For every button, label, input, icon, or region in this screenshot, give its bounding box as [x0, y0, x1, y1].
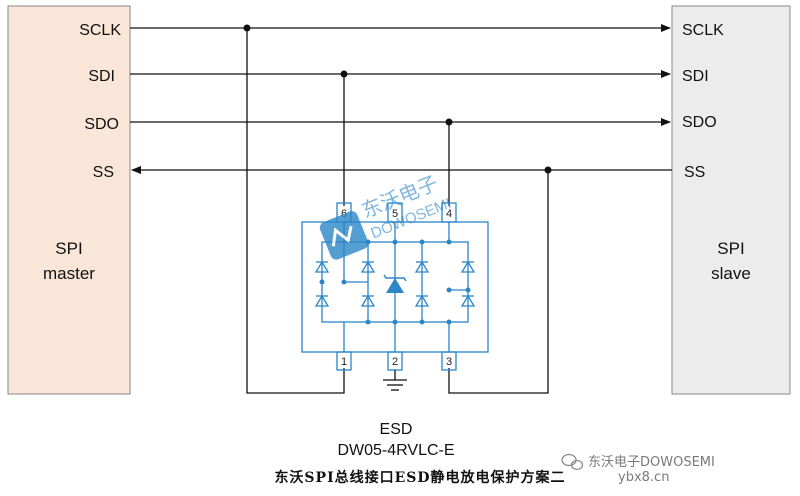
- sdo-junction: [445, 118, 453, 126]
- slave-name-line1: SPI: [717, 239, 744, 258]
- steering-diode: [360, 294, 376, 307]
- master-sclk-label: SCLK: [79, 22, 121, 39]
- steering-diode: [314, 260, 330, 273]
- slave-ss-label: SS: [684, 164, 705, 181]
- figure-caption: 东沃SPI总线接口ESD静电放电保护方案二: [274, 469, 565, 486]
- slave-sdo-label: SDO: [682, 114, 717, 131]
- ss-tap-wire: [448, 170, 549, 394]
- master-sdi-label: SDI: [88, 68, 115, 85]
- spi-master-block: [7, 5, 131, 395]
- sdi-junction: [340, 70, 348, 78]
- esd-part-number: DW05-4RVLC-E: [337, 442, 454, 459]
- spi-slave-block: [671, 5, 791, 395]
- footer-site: ybx8.cn: [618, 470, 669, 485]
- master-name-line2: master: [43, 264, 95, 283]
- ss-junction: [544, 166, 552, 174]
- steering-diode: [414, 294, 430, 307]
- steering-diode: [414, 260, 430, 273]
- master-ss-label: SS: [93, 164, 114, 181]
- tvs-zener-diode: [383, 274, 407, 293]
- dowosemi-watermark: 东沃电子 DOWOSEMI: [319, 171, 454, 260]
- wechat-icon: [561, 453, 584, 471]
- slave-sdi-label: SDI: [682, 68, 709, 85]
- sclk-tap-wire: [246, 28, 345, 394]
- steering-diode: [460, 294, 476, 307]
- esd-pin-1-label: 1: [341, 356, 347, 368]
- master-name-line1: SPI: [55, 239, 82, 258]
- master-sdo-label: SDO: [84, 116, 119, 133]
- esd-pin-2-label: 2: [392, 356, 398, 368]
- esd-pin-5-label: 5: [392, 208, 398, 220]
- steering-diode: [360, 260, 376, 273]
- sclk-junction: [243, 24, 251, 32]
- slave-sclk-label: SCLK: [682, 22, 724, 39]
- steering-diode: [314, 294, 330, 307]
- footer-account: 东沃电子DOWOSEMI: [588, 455, 715, 470]
- ground-icon: [383, 370, 407, 391]
- steering-diode: [460, 260, 476, 273]
- esd-label: ESD: [380, 421, 413, 438]
- esd-pin-4-label: 4: [446, 208, 452, 220]
- esd-pin-3-label: 3: [446, 356, 452, 368]
- slave-name-line2: slave: [711, 264, 751, 283]
